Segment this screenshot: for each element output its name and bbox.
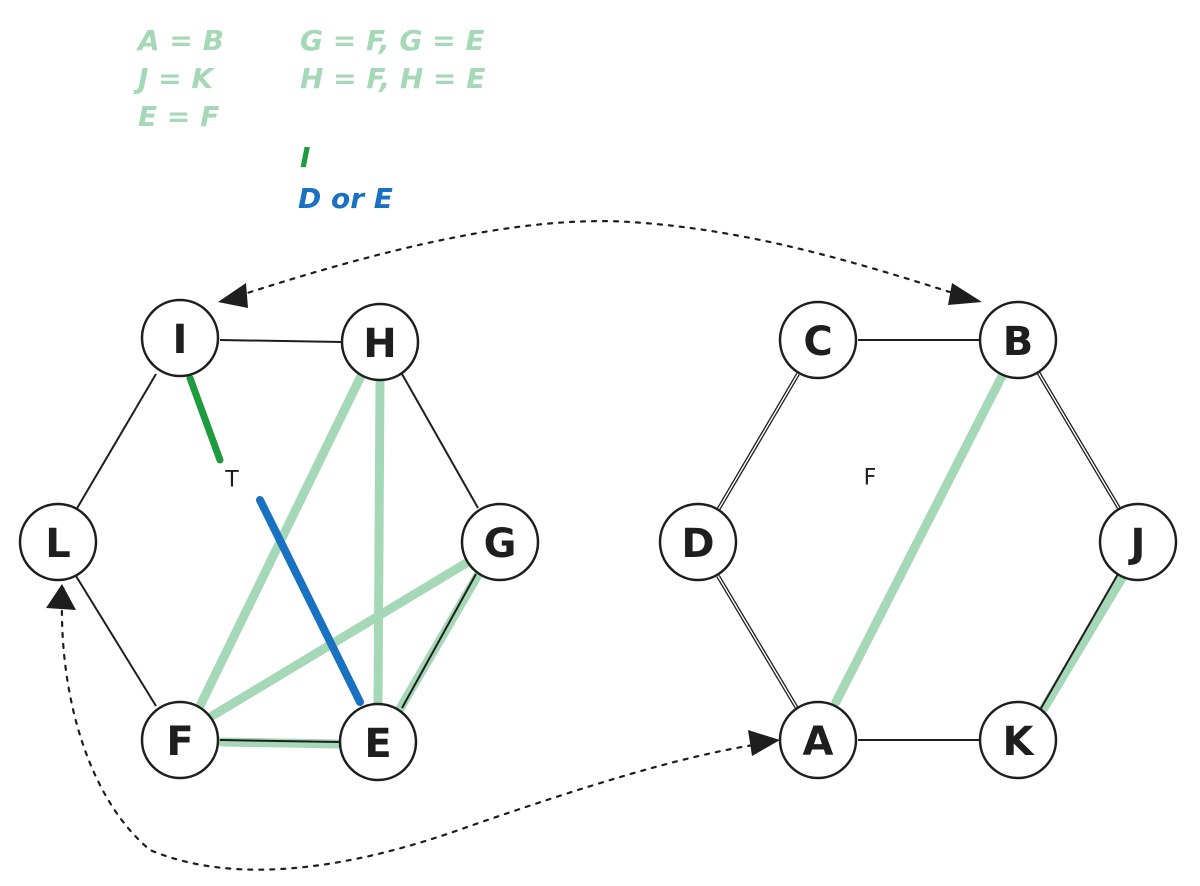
edge-g-e	[401, 573, 477, 709]
node-d[interactable]: D	[658, 502, 738, 582]
node-i[interactable]: I	[140, 298, 220, 378]
node-h-label: H	[363, 321, 396, 367]
note-blue-d-or-e: D or E	[298, 182, 393, 215]
node-g[interactable]: G	[460, 502, 540, 582]
arrow-i-to-b	[236, 220, 977, 302]
arrow-l-to-a	[60, 598, 762, 871]
node-h[interactable]: H	[340, 302, 420, 382]
edge-b-a-faded	[831, 371, 1007, 707]
node-g-label: G	[484, 521, 517, 567]
edge-i-l	[75, 373, 157, 511]
node-k[interactable]: K	[978, 700, 1058, 780]
node-a-label: A	[803, 719, 834, 765]
note-e-equals-f: E = F	[138, 100, 219, 133]
right-graph-edges	[716, 339, 1127, 741]
note-h-equals-f-e: H = F, H = E	[300, 62, 485, 95]
node-k-label: K	[1003, 719, 1036, 765]
edge-g-f-faded	[207, 557, 473, 721]
left-graph-edges	[75, 339, 483, 749]
node-c-label: C	[803, 319, 832, 365]
left-graph-nodes: I H G E F L T	[18, 298, 540, 782]
node-j-label: J	[1128, 521, 1146, 567]
node-l-label: L	[45, 521, 71, 567]
edge-l-f	[75, 575, 157, 707]
edge-i-h	[219, 339, 343, 343]
edge-f-e	[219, 739, 341, 743]
right-inner-label: F	[864, 466, 877, 491]
edge-h-g	[401, 373, 479, 509]
dotted-arrows	[46, 220, 982, 871]
left-inner-label: T	[224, 468, 239, 493]
node-b[interactable]: B	[978, 300, 1058, 380]
note-g-equals-f-e: G = F, G = E	[300, 24, 484, 57]
notes: A = B G = F, G = E J = K H = F, H = E E …	[133, 24, 485, 215]
arrowhead-at-l	[46, 584, 76, 610]
edge-i-t-green	[186, 374, 224, 464]
note-a-equals-b: A = B	[136, 24, 224, 57]
edge-t-e-blue	[256, 496, 364, 706]
arrowhead-at-a	[748, 730, 780, 756]
node-f-label: F	[166, 719, 193, 765]
node-e-label: E	[364, 721, 391, 767]
node-f[interactable]: F	[140, 700, 220, 780]
node-b-label: B	[1003, 319, 1034, 365]
edge-j-k	[1039, 573, 1119, 711]
node-j[interactable]: J	[1098, 502, 1178, 582]
node-l[interactable]: L	[18, 502, 98, 582]
arrowhead-at-i	[218, 283, 248, 308]
node-i-label: I	[173, 317, 188, 363]
note-green-i: I	[300, 141, 310, 174]
edge-j-k-faded	[1039, 573, 1127, 713]
right-graph-nodes: C B J K A D F	[658, 300, 1178, 780]
edge-h-e-faded	[373, 375, 385, 711]
node-a[interactable]: A	[778, 700, 858, 780]
note-j-equals-k: J = K	[133, 62, 215, 95]
node-c[interactable]: C	[778, 300, 858, 380]
node-e[interactable]: E	[338, 702, 418, 782]
edge-f-e-faded	[217, 737, 343, 749]
node-d-label: D	[681, 521, 714, 567]
arrowhead-at-b	[948, 283, 982, 305]
